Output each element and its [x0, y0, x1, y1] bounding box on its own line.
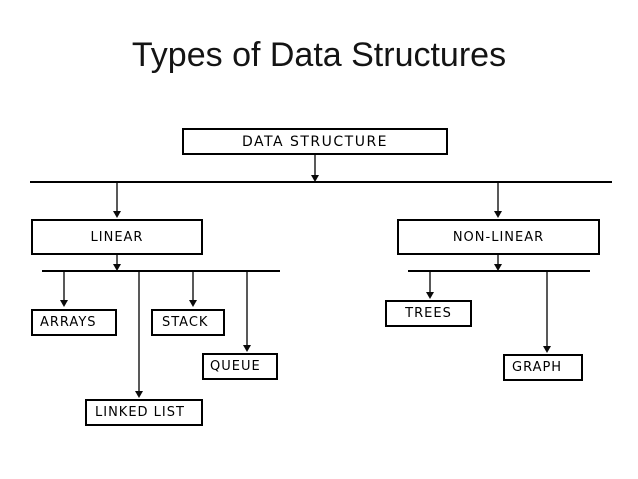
arrowhead — [543, 346, 551, 353]
arrowhead — [189, 300, 197, 307]
connector-to-arrays — [63, 272, 65, 300]
connector-to-trees — [429, 272, 431, 292]
arrowhead — [426, 292, 434, 299]
connector-nonlinear-to-subbus — [497, 255, 499, 264]
connector-to-queue — [246, 272, 248, 345]
arrowhead — [113, 211, 121, 218]
connector-bus-to-linear — [116, 183, 118, 211]
node-linked-list: LINKED LIST — [85, 399, 203, 426]
connector-to-stack — [192, 272, 194, 300]
connector-linear-to-subbus — [116, 255, 118, 264]
connector-linear-sub-bus — [42, 270, 280, 272]
arrowhead — [494, 264, 502, 271]
node-arrays: ARRAYS — [31, 309, 117, 336]
connector-root-to-bus — [314, 155, 316, 175]
node-queue: QUEUE — [202, 353, 278, 380]
node-non-linear: NON-LINEAR — [397, 219, 600, 255]
connector-to-linked-list — [138, 272, 140, 391]
arrowhead — [135, 391, 143, 398]
connector-nonlinear-sub-bus — [408, 270, 590, 272]
slide-title: Types of Data Structures — [131, 36, 507, 74]
node-linear: LINEAR — [31, 219, 203, 255]
connector-bus-to-nonlinear — [497, 183, 499, 211]
node-trees: TREES — [385, 300, 472, 327]
arrowhead — [60, 300, 68, 307]
connector-to-graph — [546, 272, 548, 346]
arrowhead — [311, 175, 319, 182]
arrowhead — [243, 345, 251, 352]
arrowhead — [494, 211, 502, 218]
node-data-structure: DATA STRUCTURE — [182, 128, 448, 155]
connector-main-bus — [30, 181, 612, 183]
node-graph: GRAPH — [503, 354, 583, 381]
arrowhead — [113, 264, 121, 271]
node-stack: STACK — [151, 309, 225, 336]
